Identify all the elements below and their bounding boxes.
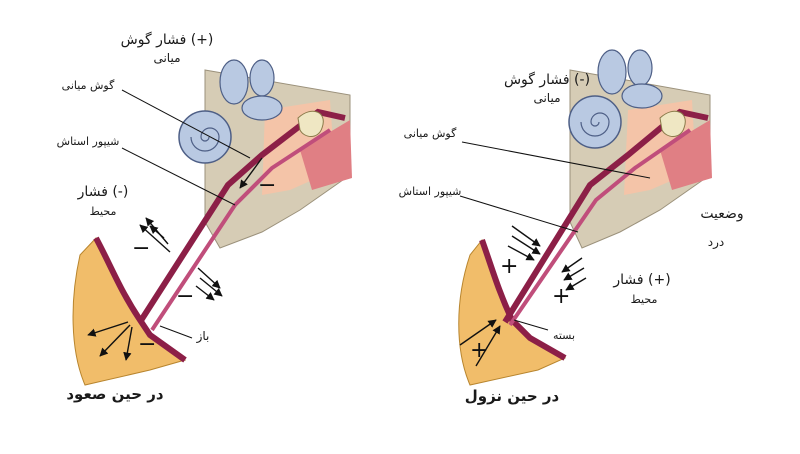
left-ambient-pressure-label-2: محیط <box>89 205 117 218</box>
right-canal-1 <box>597 49 627 95</box>
left-canal-1 <box>219 59 249 105</box>
left-tube-wall-b <box>150 128 332 332</box>
right-cochlea <box>568 95 622 149</box>
right-cochlea-spiral <box>580 112 610 137</box>
right-middle-ear-pressure-label-2: میانی <box>533 91 561 105</box>
right-middle-ear-label: گوش میانی <box>403 127 457 140</box>
left-throat-arrow-1 <box>87 321 129 337</box>
left-arrows <box>87 157 263 361</box>
right-tube-wall-a <box>502 108 709 324</box>
left-throat <box>72 237 187 386</box>
left-middle-arrow <box>239 157 263 189</box>
right-plus-sign-1: + <box>500 254 519 279</box>
left-out-arrow-4 <box>197 267 221 289</box>
right-tube-wall-b <box>508 128 692 327</box>
left-throat-arrow-3 <box>123 326 133 361</box>
right-in-arrow-3 <box>507 245 535 261</box>
left-cochlea <box>178 110 232 164</box>
right-caption: در حین نزول <box>464 387 560 405</box>
right-pain-state-label: وضعیت <box>700 206 744 222</box>
right-pain-state-label-2: درد <box>707 235 725 249</box>
left-caption: در حین صعود <box>66 385 164 403</box>
left-middle-ear-pressure-label: (+) فشار گوش <box>120 32 214 48</box>
right-in-arrow-5 <box>563 267 585 281</box>
right-leader-middle-ear <box>461 141 651 179</box>
left-open-label: باز <box>196 329 210 343</box>
left-canal-3 <box>241 95 283 121</box>
right-canal-2 <box>627 49 653 87</box>
right-ambient-pressure-label-2: محیط <box>630 293 658 306</box>
right-ambient-pressure-label: (+) فشار <box>613 272 671 288</box>
right-eustachian-tube-label: شیپور استاش <box>398 185 462 198</box>
left-minus-sign-3: − <box>138 332 157 357</box>
left-middle-ear-pressure-label-2: میانی <box>153 51 181 65</box>
right-plus-sign-2: + <box>552 284 571 309</box>
right-closed-label: بسته <box>552 329 576 342</box>
right-leader-tube <box>459 195 579 233</box>
left-muscle <box>300 120 352 190</box>
right-middle-ear-pressure-label: (-) فشار گوش <box>503 72 591 88</box>
left-throat-arrow-2 <box>99 324 131 357</box>
left-leaders <box>121 89 251 339</box>
left-ambient-pressure-label: (-) فشار <box>77 184 129 200</box>
left-leader-open <box>159 325 193 339</box>
right-ossicles <box>659 110 686 137</box>
right-plus-sign-3: + <box>470 338 489 363</box>
left-out-arrow-3 <box>149 225 165 239</box>
right-leader-closed <box>513 319 549 331</box>
left-cochlea-spiral <box>190 127 220 152</box>
left-middle-ear-label: گوش میانی <box>61 79 115 92</box>
left-minus-sign-2: − <box>176 284 195 309</box>
left-ossicles <box>297 110 324 137</box>
left-minus-sign-1: − <box>132 236 151 261</box>
right-arrows <box>459 225 587 367</box>
right-in-arrow-6 <box>565 277 587 291</box>
left-leader-middle-ear <box>121 89 251 159</box>
left-out-arrow-1 <box>139 224 171 253</box>
right-in-arrow-4 <box>561 257 583 273</box>
right-ear-illustration <box>458 49 712 386</box>
left-out-arrow-6 <box>195 285 215 301</box>
right-muscle <box>660 120 712 190</box>
left-tube-wall-a <box>137 108 346 324</box>
left-eustachian-tube-label: شیپور استاش <box>56 135 120 148</box>
left-out-arrow-5 <box>199 277 223 297</box>
right-canal-3 <box>621 83 663 109</box>
right-throat-arrow-2 <box>475 325 501 367</box>
left-canal-2 <box>249 59 275 97</box>
right-in-arrow-1 <box>511 225 541 247</box>
right-leaders <box>459 141 651 331</box>
right-throat-arrow-1 <box>459 319 497 346</box>
left-minus-sign-4: − <box>258 173 277 198</box>
left-leader-tube <box>121 147 236 206</box>
right-in-arrow-2 <box>511 235 541 255</box>
